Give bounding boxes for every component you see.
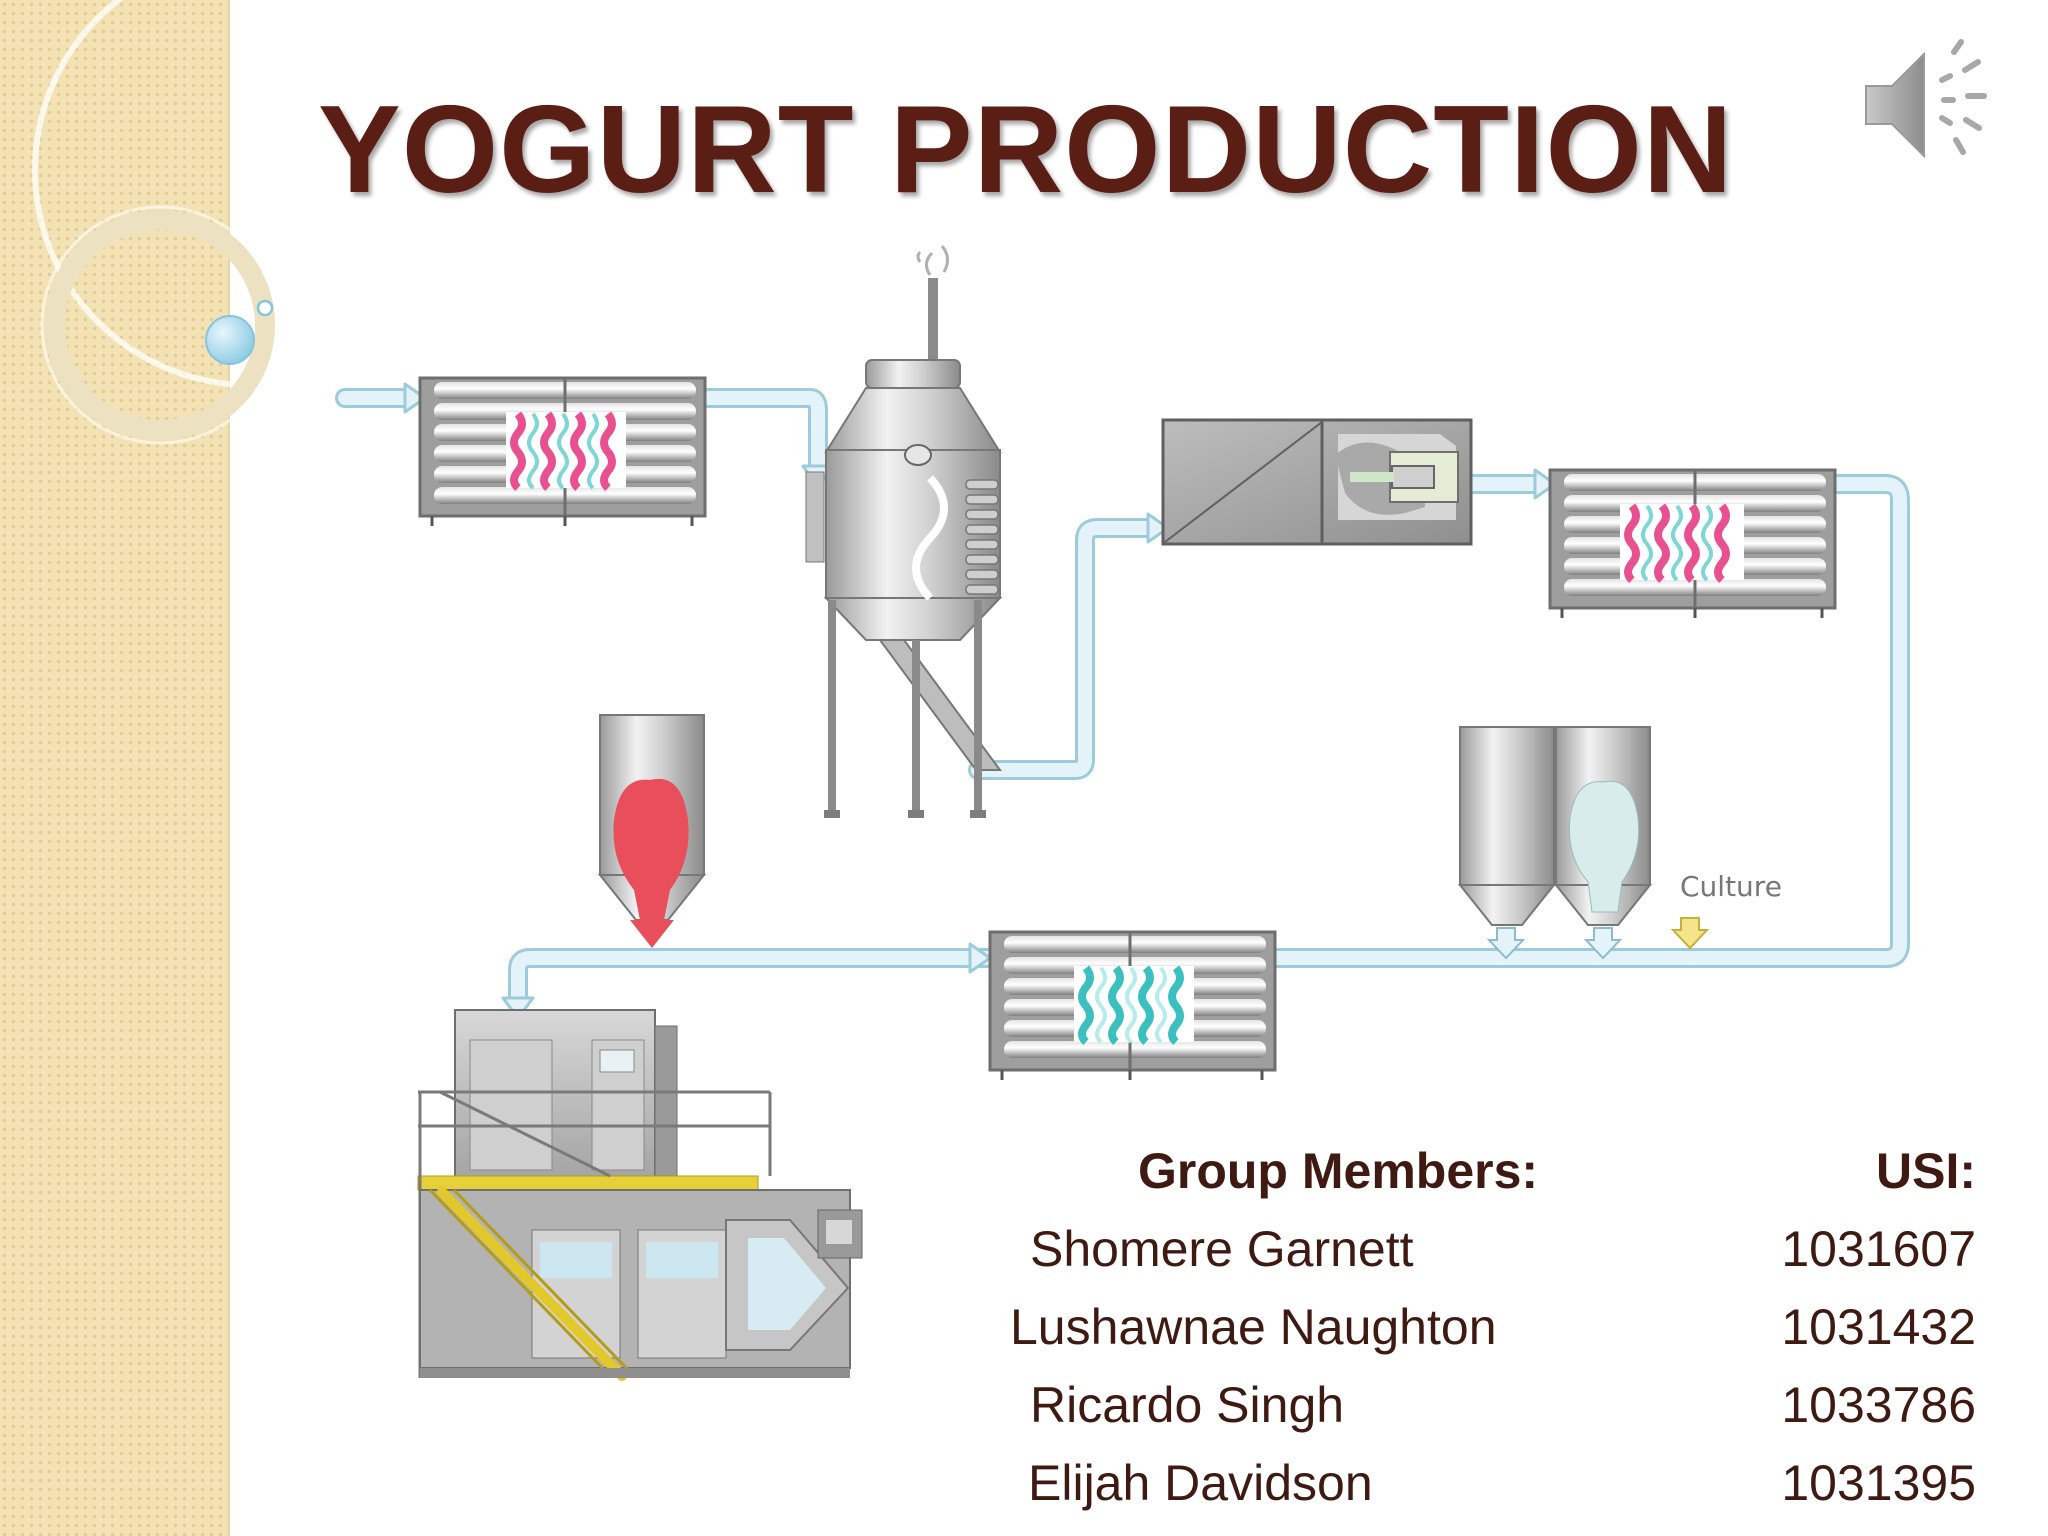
heat-exchanger-cooling (988, 930, 1277, 1080)
slide-title: YOGURT PRODUCTION (318, 81, 1734, 219)
decorative-circles (32, 0, 300, 445)
member-usi: 1031395 (1781, 1455, 1976, 1511)
member-usi: 1031607 (1781, 1221, 1976, 1277)
heat-exchanger-preheat (418, 376, 707, 526)
group-members-header: Group Members: (1138, 1143, 1539, 1199)
member-name: Ricardo Singh (1030, 1377, 1345, 1433)
deaerator-vessel (805, 245, 1003, 818)
fruit-silo (597, 714, 707, 948)
member-name: Lushawnae Naughton (1010, 1299, 1497, 1355)
member-usi: 1033786 (1781, 1377, 1976, 1433)
usi-header: USI: (1876, 1143, 1976, 1199)
speaker-icon[interactable] (1858, 34, 1998, 174)
culture-silos: Culture (1457, 726, 1782, 960)
member-name: Elijah Davidson (1028, 1455, 1373, 1511)
culture-label: Culture (1680, 870, 1782, 903)
filling-machine (417, 1009, 863, 1381)
member-name: Shomere Garnett (1030, 1221, 1414, 1277)
heat-exchanger-pasteurize (1548, 468, 1837, 618)
pipe-network (335, 382, 1910, 1020)
member-usi: 1031432 (1781, 1299, 1976, 1355)
decorative-sidebar (0, 0, 230, 1536)
homogenizer (1161, 418, 1473, 546)
